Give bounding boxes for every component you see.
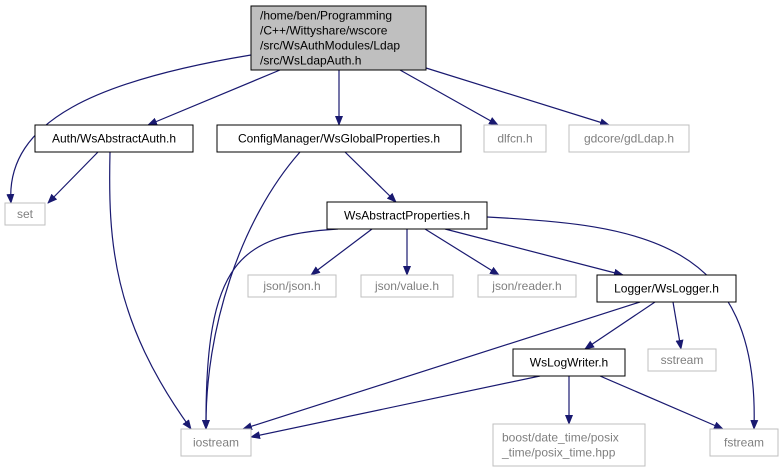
node-box-jsonvalue: [360, 274, 454, 298]
node-label-root: /src/WsAuthModules/Ldap: [260, 39, 400, 53]
node-jsonjson: json/json.h: [247, 274, 337, 298]
node-box-absprops: [326, 201, 488, 230]
edge-absprops-to-jsonjson: [310, 228, 373, 276]
node-label-dlfcn: dlfcn.h: [497, 132, 532, 146]
edge-config-to-absprops: [344, 151, 397, 203]
node-set: set: [4, 202, 46, 226]
node-root[interactable]: /home/ben/Programming/C++/Wittyshare/wsc…: [250, 5, 427, 71]
node-iostream: iostream: [180, 428, 252, 457]
node-box-fstream: [709, 428, 779, 457]
node-box-iostream: [180, 428, 252, 457]
node-box-posix: [492, 423, 646, 467]
node-box-sstream: [647, 348, 717, 372]
node-label-jsonjson: json/json.h: [262, 279, 320, 293]
node-box-set: [4, 202, 46, 226]
node-jsonreader: json/reader.h: [477, 274, 577, 298]
node-sstream: sstream: [647, 348, 717, 372]
node-label-root: /C++/Wittyshare/wscore: [260, 24, 388, 38]
edge-root-to-dlfcn: [399, 69, 499, 126]
node-dlfcn: dlfcn.h: [483, 124, 547, 153]
node-auth[interactable]: Auth/WsAbstractAuth.h: [34, 124, 194, 153]
node-label-auth: Auth/WsAbstractAuth.h: [52, 132, 176, 146]
edge-root-to-gdldap: [425, 67, 610, 127]
node-fstream: fstream: [709, 428, 779, 457]
edge-auth-to-iostream: [109, 151, 192, 430]
dependency-edges: [6, 54, 759, 440]
node-box-dlfcn: [483, 124, 547, 153]
node-label-posix: _time/posix_time.hpp: [501, 446, 616, 460]
node-label-jsonvalue: json/value.h: [374, 279, 439, 293]
node-posix: boost/date_time/posix_time/posix_time.hp…: [492, 423, 646, 467]
node-absprops[interactable]: WsAbstractProperties.h: [326, 201, 488, 230]
node-label-iostream: iostream: [193, 436, 239, 450]
node-box-config: [216, 124, 462, 153]
edge-absprops-to-jsonreader: [424, 228, 500, 276]
node-label-root: /home/ben/Programming: [260, 9, 392, 23]
node-box-logger: [596, 274, 737, 303]
edge-root-to-set: [6, 54, 252, 204]
node-box-root: [250, 5, 427, 71]
edge-logwriter-to-fstream: [599, 375, 724, 430]
edge-logger-to-logwriter: [584, 301, 656, 350]
node-box-auth: [34, 124, 194, 153]
node-label-absprops: WsAbstractProperties.h: [344, 209, 470, 223]
edge-config-to-iostream: [201, 151, 301, 430]
node-label-gdldap: gdcore/gdLdap.h: [584, 132, 674, 146]
node-logger[interactable]: Logger/WsLogger.h: [596, 274, 737, 303]
node-label-jsonreader: json/reader.h: [491, 279, 561, 293]
node-box-logwriter: [512, 348, 626, 377]
node-label-posix: boost/date_time/posix: [502, 431, 619, 445]
node-box-jsonreader: [477, 274, 577, 298]
node-label-logger: Logger/WsLogger.h: [614, 282, 719, 296]
node-label-logwriter: WsLogWriter.h: [530, 356, 608, 370]
edge-logger-to-iostream: [242, 301, 641, 431]
node-label-fstream: fstream: [724, 436, 764, 450]
node-box-jsonjson: [247, 274, 337, 298]
node-jsonvalue: json/value.h: [360, 274, 454, 298]
node-label-set: set: [17, 207, 34, 221]
edge-absprops-to-iostream: [201, 228, 339, 430]
edge-logwriter-to-iostream: [250, 375, 541, 440]
edge-absprops-to-fstream: [486, 216, 759, 430]
edge-root-to-auth: [147, 69, 281, 126]
node-label-root: /src/WsLdapAuth.h: [260, 54, 361, 68]
edge-absprops-to-logger: [444, 228, 624, 277]
node-label-config: ConfigManager/WsGlobalProperties.h: [238, 132, 440, 146]
node-logwriter[interactable]: WsLogWriter.h: [512, 348, 626, 377]
node-config[interactable]: ConfigManager/WsGlobalProperties.h: [216, 124, 462, 153]
node-gdldap: gdcore/gdLdap.h: [568, 124, 690, 153]
edge-logger-to-sstream: [672, 301, 684, 350]
node-box-gdldap: [568, 124, 690, 153]
edge-auth-to-set: [47, 151, 99, 204]
dependency-nodes: /home/ben/Programming/C++/Wittyshare/wsc…: [4, 5, 779, 467]
node-label-sstream: sstream: [661, 353, 704, 367]
